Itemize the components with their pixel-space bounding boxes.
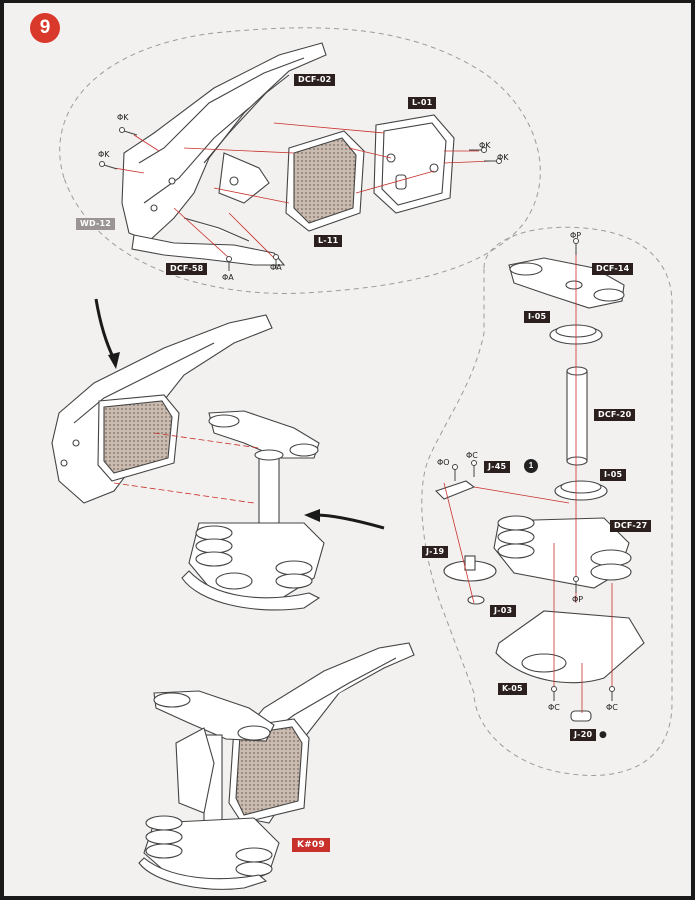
screw-c-label: ΦC (606, 703, 618, 712)
screw-k-label: ΦK (479, 141, 491, 150)
final-assembly (138, 642, 415, 890)
label-base: K-05 (498, 683, 527, 695)
sub-step-badge: 1 (524, 459, 538, 473)
panel-part (285, 130, 365, 232)
screw-p-label: ΦP (572, 595, 584, 604)
arrow-curve-down-icon (94, 298, 116, 360)
label-pin: J-03 (490, 605, 517, 617)
screw-k-label: ΦK (98, 150, 110, 159)
label-lower-bearing: I-05 (600, 469, 627, 481)
label-top-clamp: DCF-14 (592, 263, 634, 275)
screw-c-label: ΦC (466, 451, 478, 460)
screw-a-label: ΦA (222, 273, 234, 282)
label-side: WD-12 (76, 218, 116, 230)
label-upper-bearing: I-05 (524, 311, 551, 323)
screw-a-label: ΦA (270, 263, 282, 272)
top-screws (99, 127, 502, 271)
instruction-sheet: 9 (4, 3, 691, 896)
label-cover: L-01 (408, 97, 437, 109)
label-frame: DCF-02 (294, 74, 336, 86)
top-group-outline (59, 27, 541, 294)
middle-assembly (51, 314, 325, 611)
label-tube: DCF-20 (594, 409, 636, 421)
kit-code-label: K#09 (292, 838, 330, 852)
screw-o-label: ΦO (437, 458, 450, 467)
label-lower-clamp: DCF-27 (610, 520, 652, 532)
screw-p-label: ΦP (570, 231, 582, 240)
right-screws (452, 238, 615, 701)
right-guide-lines (443, 253, 613, 713)
arrow-curve-left-icon (315, 513, 385, 530)
top-guide-lines (113, 122, 495, 259)
label-foot: J-20 (570, 729, 597, 741)
screw-k-label: ΦK (497, 153, 509, 162)
middle-guide-lines (113, 432, 260, 504)
label-plate: J-45 (484, 461, 511, 473)
top-frame-part (121, 42, 327, 266)
assembly-drawing (51, 27, 673, 890)
step-number-badge: 9 (30, 13, 60, 43)
label-panel: L-11 (314, 235, 343, 247)
right-exploded-assembly (434, 257, 645, 722)
screw-c-label: ΦC (548, 703, 560, 712)
drop-icon: ● (599, 730, 607, 740)
cover-part (373, 114, 455, 214)
label-wheel: J-19 (422, 546, 449, 558)
screw-k-label: ΦK (117, 113, 129, 122)
label-bracket: DCF-58 (166, 263, 208, 275)
right-group-outline (421, 226, 673, 776)
